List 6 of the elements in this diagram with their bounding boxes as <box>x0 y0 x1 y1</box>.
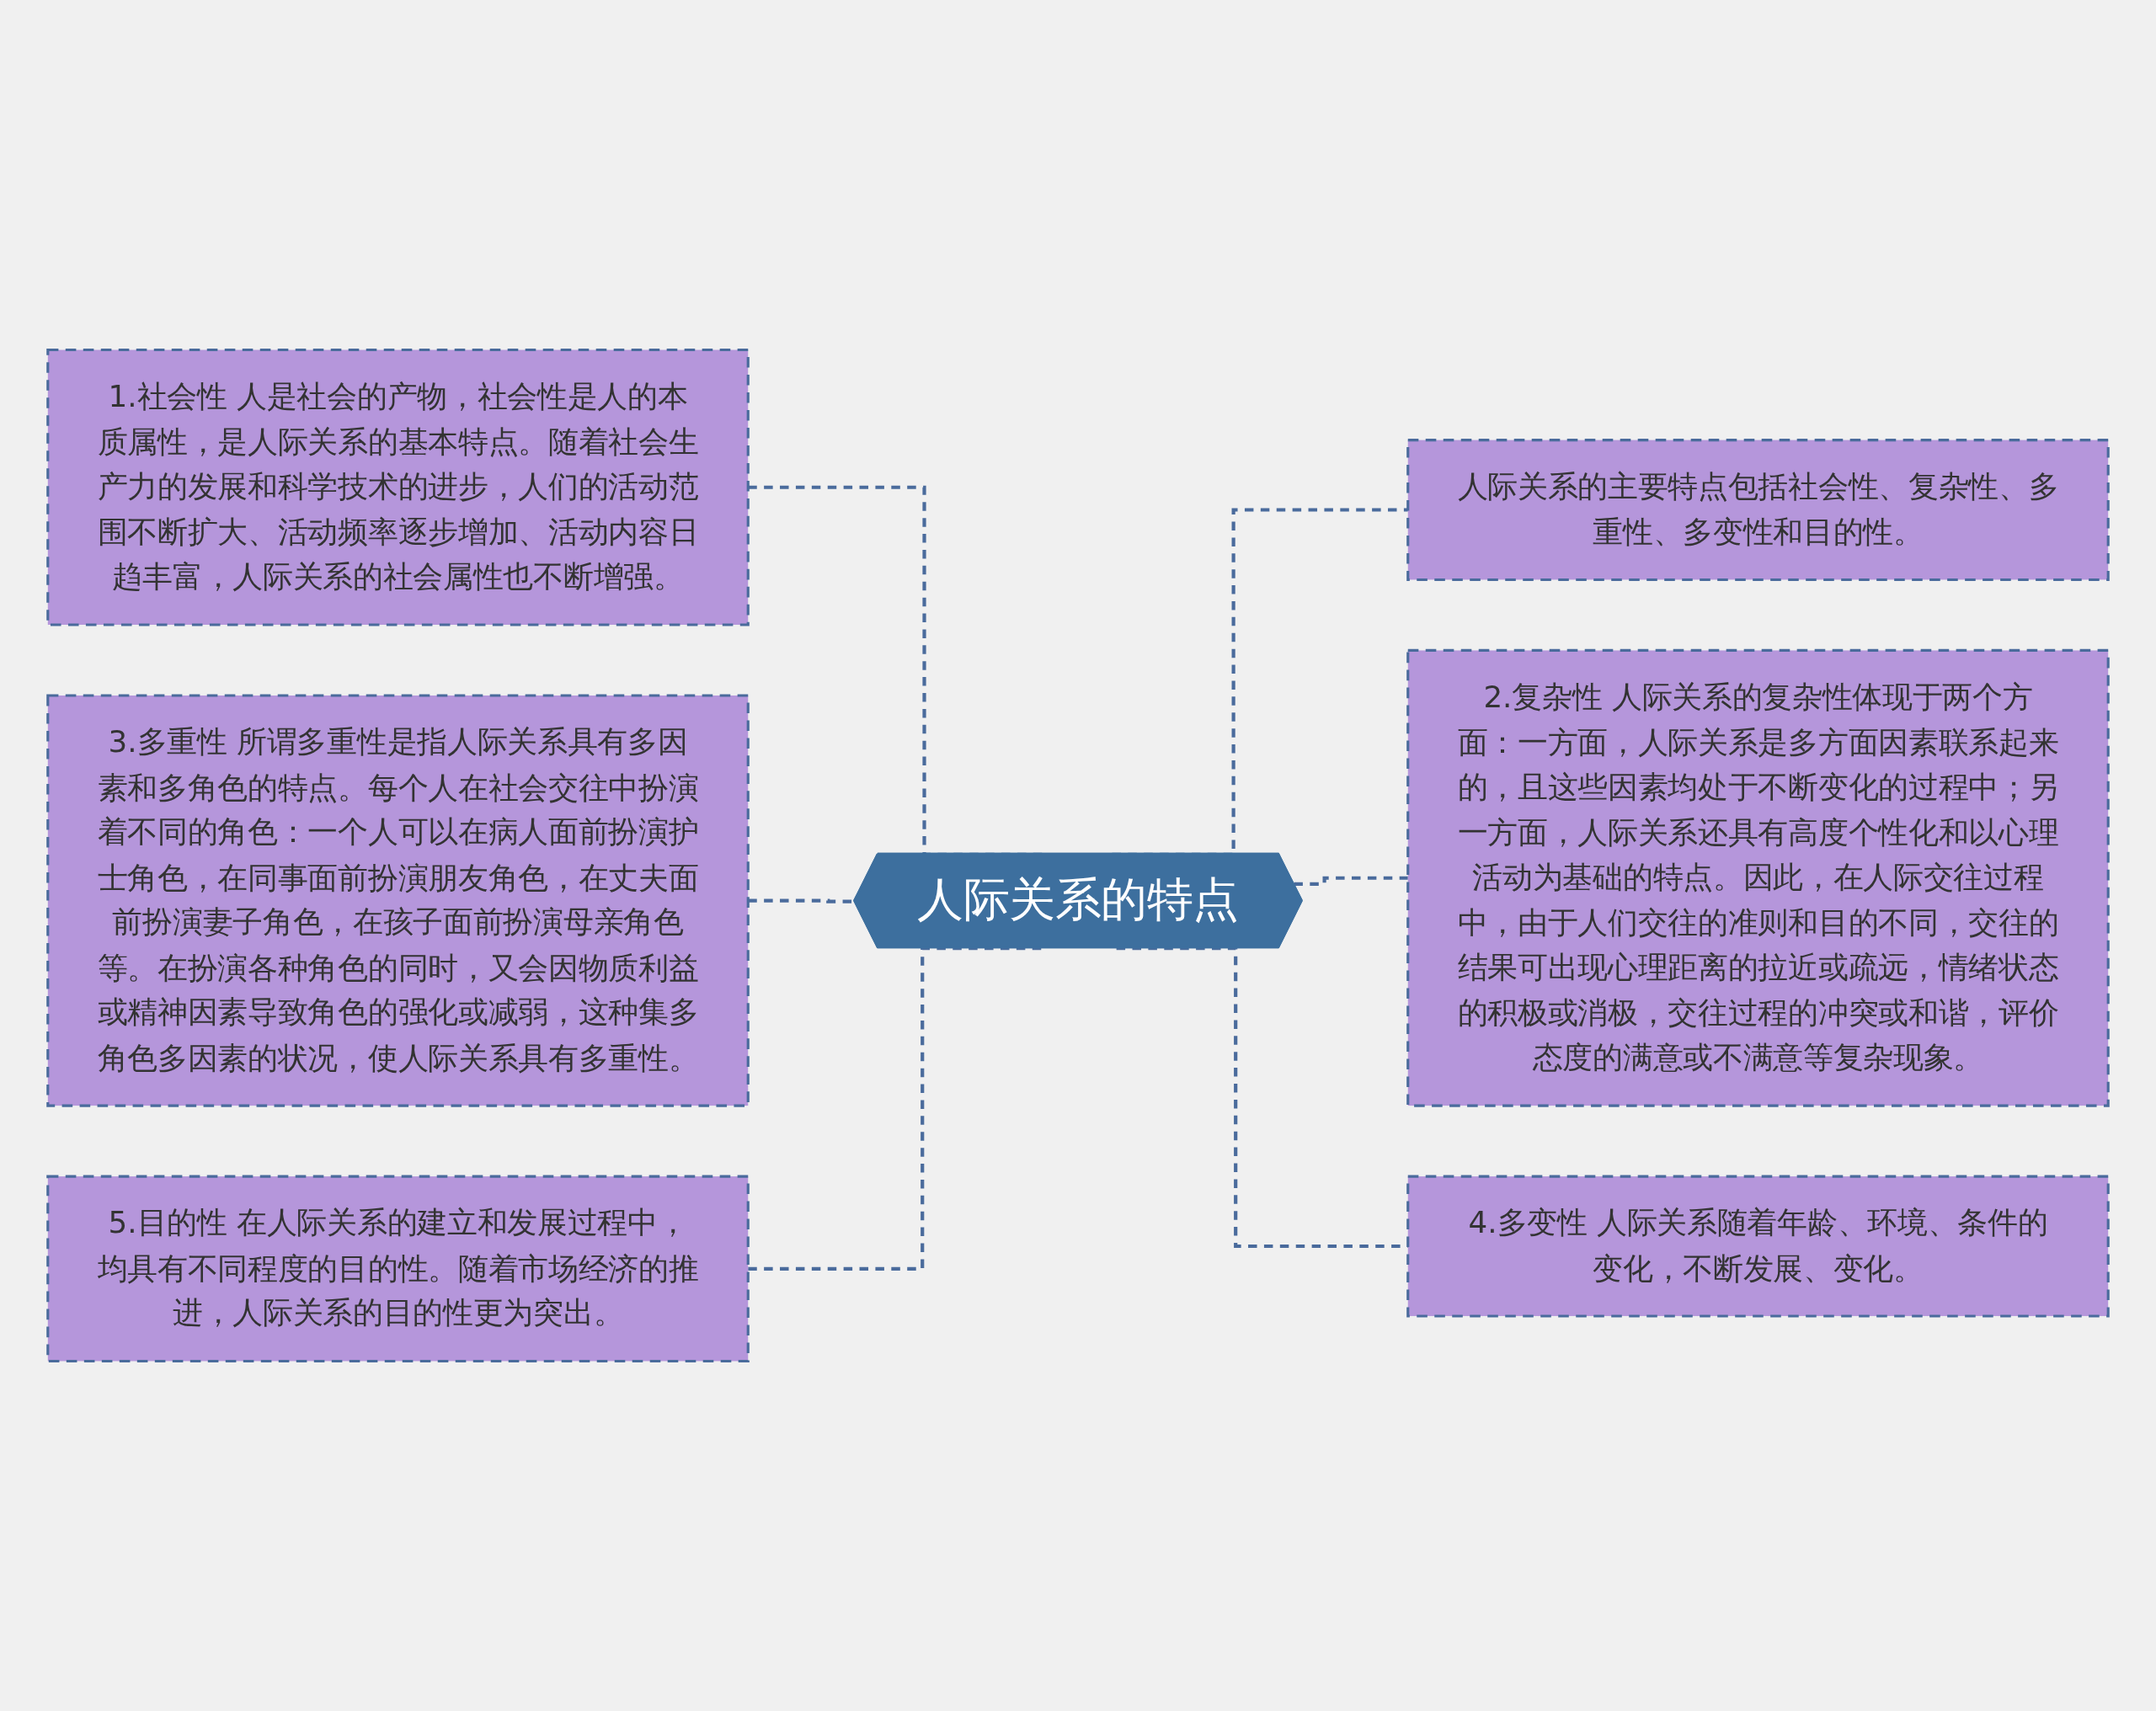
node-box: 3.多重性 所谓多重性是指人际关系具有多因素和多角色的特点。每个人在社会交往中扮演着不同的角色：一个人可以在病人面前扮演护士角色，在同事面前扮演朋友角色，在丈夫面前扮演妻子角色，在孩子面前扮演母亲角色等。在扮演各种角色的同时，又会因物质利益或精神因素导致角色的强化或减弱，这种集多角色多因素的状况，使人际关系具有多重性。 <box>46 694 750 1107</box>
node-box: 2.复杂性 人际关系的复杂性体现于两个方面：一方面，人际关系是多方面因素联系起来的，且这些因素均处于不断变化的过程中；另一方面，人际关系还具有高度个性化和以心理活动为基础的特点。因此，在人际交往过程中，由于人们交往的准则和目的不同，交往的结果可出现心理距离的拉近或疏远，情绪状态的积极或消极，交往过程的冲突或和谐，评价态度的满意或不满意等复杂现象。 <box>1406 648 2110 1107</box>
node-box: 1.社会性 人是社会的产物，社会性是人的本质属性，是人际关系的基本特点。随着社会生产力的发展和科学技术的进步，人们的活动范围不断扩大、活动频率逐步增加、活动内容日趋丰富，人际关系的社会属性也不断增强。 <box>46 348 750 626</box>
node-box: 人际关系的主要特点包括社会性、复杂性、多重性、多变性和目的性。 <box>1406 439 2110 582</box>
node-box: 5.目的性 在人际关系的建立和发展过程中，均具有不同程度的目的性。随着市场经济的推进，人际关系的目的性更为突出。 <box>46 1175 750 1363</box>
node-box: 4.多变性 人际关系随着年龄、环境、条件的变化，不断发展、变化。 <box>1406 1175 2110 1318</box>
